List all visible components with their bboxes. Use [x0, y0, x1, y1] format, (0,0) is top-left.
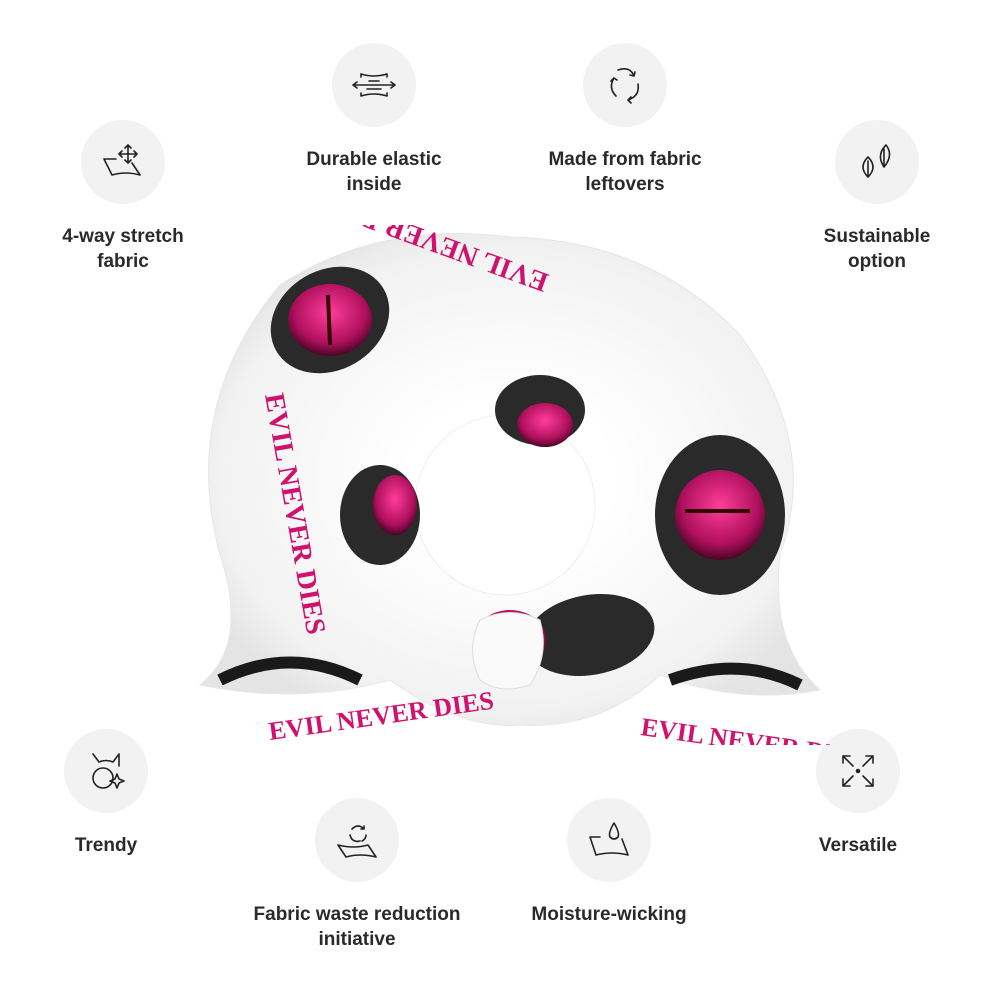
eye-print [217, 266, 803, 691]
elastic-icon [332, 43, 416, 127]
expand-arrows-icon [816, 729, 900, 813]
feature-label: Versatile [818, 835, 898, 856]
stretch-icon [81, 120, 165, 204]
recycle-icon [583, 43, 667, 127]
feature-label: Durable elastic inside [306, 149, 442, 195]
feature-fabric-waste-reduction: Fabric waste reduction initiative [227, 798, 487, 952]
feature-label: Fabric waste reduction initiative [253, 904, 461, 950]
feature-durable-elastic: Durable elastic inside [244, 43, 504, 197]
feature-label: Sustainable option [823, 226, 931, 272]
fabric-recycle-icon [315, 798, 399, 882]
feature-sustainable: Sustainable option [747, 120, 1000, 274]
feature-moisture-wicking: Moisture-wicking [479, 798, 739, 927]
feature-label: Made from fabric leftovers [548, 149, 702, 195]
feature-4-way-stretch: 4-way stretch fabric [0, 120, 253, 274]
feature-label: Moisture-wicking [531, 904, 687, 925]
feature-fabric-leftovers: Made from fabric leftovers [495, 43, 755, 197]
droplet-fabric-icon [567, 798, 651, 882]
scrunchie-knot [472, 612, 544, 690]
feature-label: 4-way stretch fabric [62, 226, 184, 272]
scrunchie-product-image: EVIL NEVER DIES EVIL NEVER DIES EVIL NEV… [198, 225, 830, 745]
feature-versatile: Versatile [728, 729, 988, 858]
feature-trendy: Trendy [0, 729, 236, 858]
scrunchie-hole [414, 414, 596, 596]
svg-text:EVIL NEVER DIES: EVIL NEVER DIES [639, 712, 830, 745]
feature-label: Trendy [74, 835, 138, 856]
leaves-icon [835, 120, 919, 204]
cat-sparkle-icon [64, 729, 148, 813]
svg-text:EVIL NEVER DIES: EVIL NEVER DIES [267, 686, 496, 745]
